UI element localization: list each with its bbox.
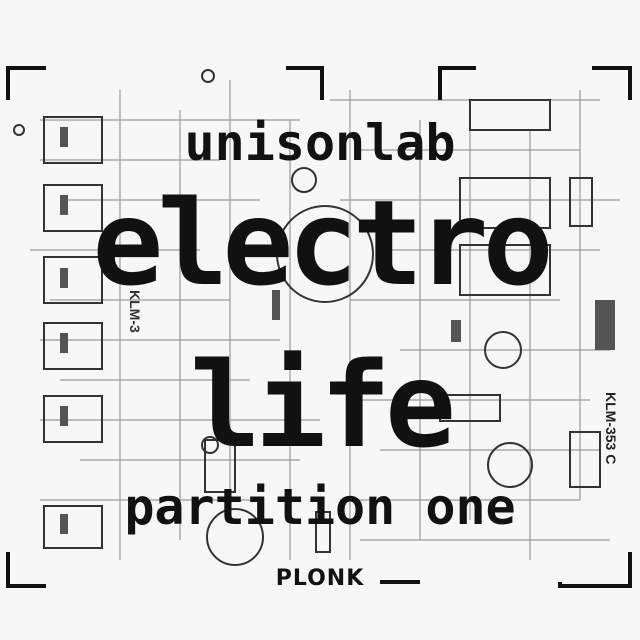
title-line-2: life — [189, 336, 456, 474]
title-line-1: electro — [92, 174, 553, 312]
artist-name: unisonlab — [184, 114, 456, 172]
record-label-logo: PLONK — [275, 566, 365, 591]
board-code: KLM-353 C — [603, 392, 619, 464]
subtitle: partition one — [124, 478, 516, 536]
board-code-left: KLM-3 — [127, 290, 143, 333]
